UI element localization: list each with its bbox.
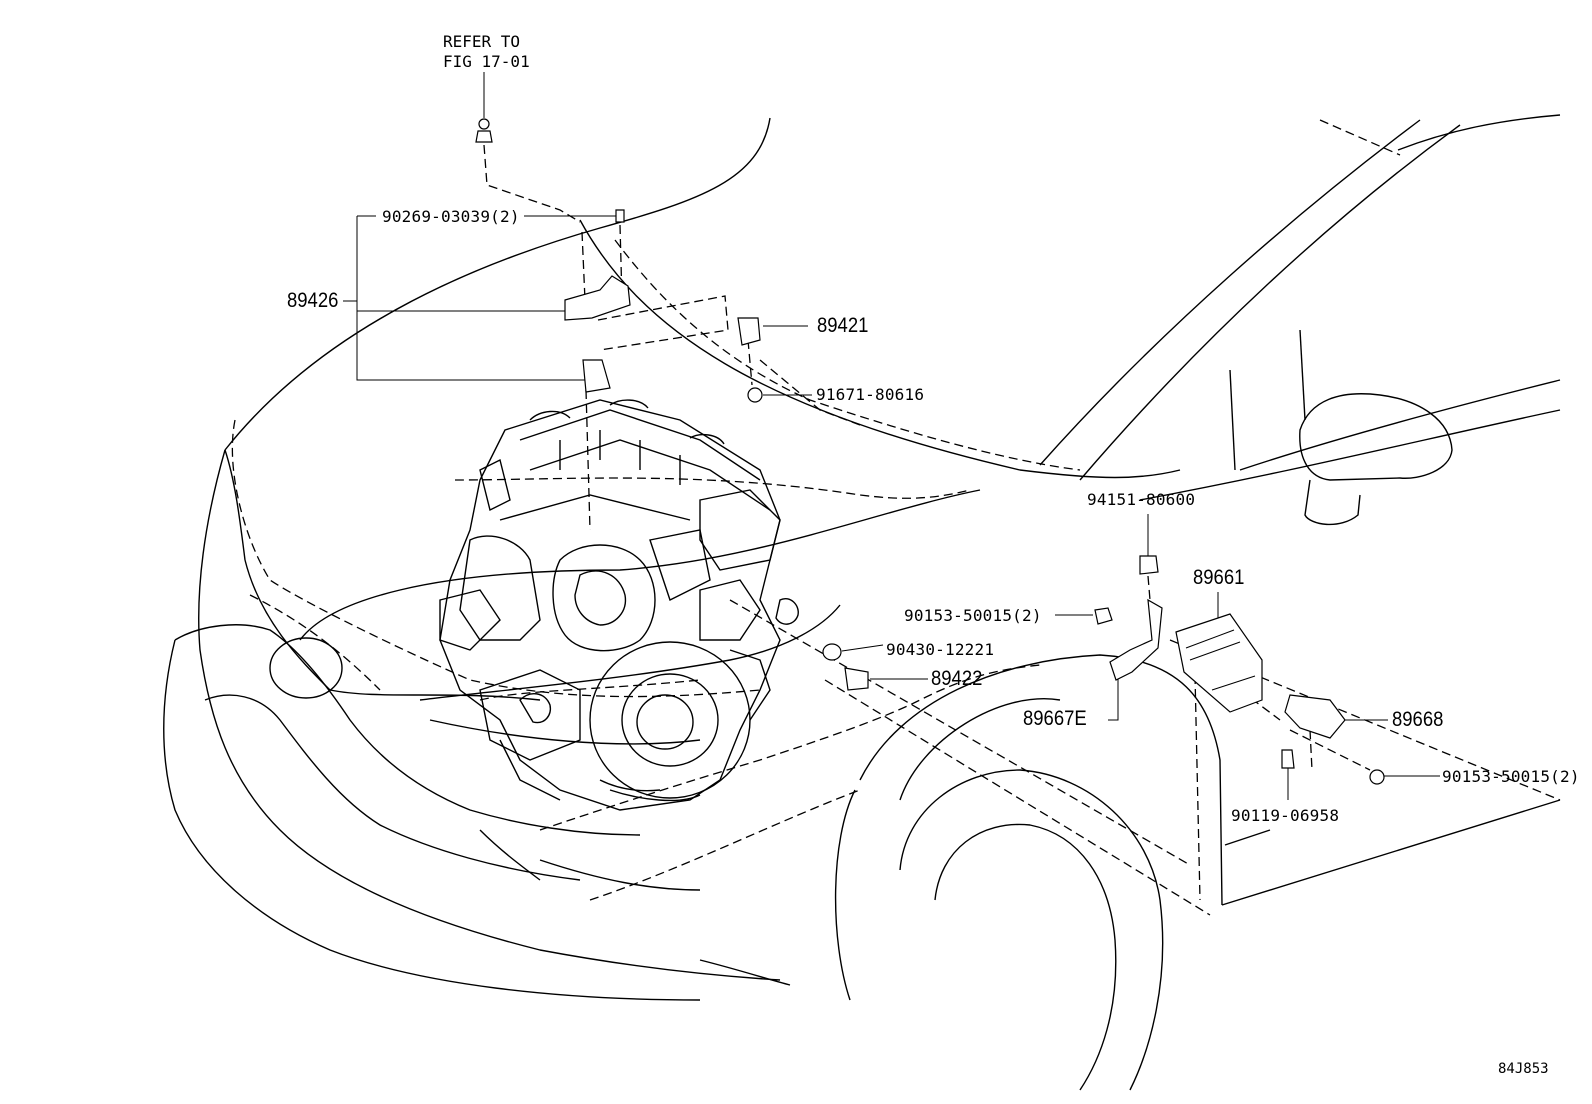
car-body-outline: [163, 114, 1561, 1091]
part-label-90153-50015-b[interactable]: 90153-50015(2): [1442, 767, 1580, 786]
part-label-90430-12221[interactable]: 90430-12221: [886, 640, 995, 659]
part-label-90119-06958[interactable]: 90119-06958: [1231, 806, 1340, 825]
part-label-89668[interactable]: 89668: [1392, 708, 1444, 731]
bolt-90153a-icon: [1094, 607, 1113, 625]
part-label-89661[interactable]: 89661: [1193, 566, 1245, 589]
part-label-89421[interactable]: 89421: [817, 314, 869, 337]
part-label-89426[interactable]: 89426: [287, 289, 339, 312]
ecu-89661-icon: [1175, 613, 1263, 713]
hidden-body-lines: [231, 119, 1561, 916]
engine-block: [439, 399, 799, 811]
refer-note-line2: FIG 17-01: [443, 52, 530, 71]
small-parts: [475, 118, 1385, 785]
bracket-89668-icon: [1284, 694, 1346, 739]
figure-id: 84J853: [1498, 1061, 1549, 1077]
part-label-90153-50015-a[interactable]: 90153-50015(2): [904, 606, 1042, 625]
bracket-89426-icon: [564, 275, 631, 321]
bolt-90119-icon: [1281, 749, 1295, 769]
bolt-90153b-icon: [1369, 769, 1385, 785]
part-label-90269-03039[interactable]: 90269-03039(2): [382, 207, 520, 226]
refer-note-line1: REFER TO: [443, 32, 521, 51]
gasket-90430-icon: [822, 643, 842, 661]
part-label-91671-80616[interactable]: 91671-80616: [816, 385, 925, 404]
bolt-90269-icon: [615, 209, 625, 223]
nut-94151-icon: [1139, 555, 1159, 575]
part-label-89667e[interactable]: 89667E: [1023, 707, 1087, 730]
part-label-94151-80600[interactable]: 94151-80600: [1087, 490, 1196, 509]
sensor-89422-icon: [844, 667, 869, 691]
bracket-89667e-icon: [1109, 598, 1163, 681]
sensor-89421-icon: [737, 317, 761, 346]
part-label-89422[interactable]: 89422: [931, 667, 983, 690]
refer-bolt-icon: [478, 118, 490, 130]
bolt-91671-icon: [747, 387, 763, 403]
leader-lines: [343, 72, 1440, 800]
